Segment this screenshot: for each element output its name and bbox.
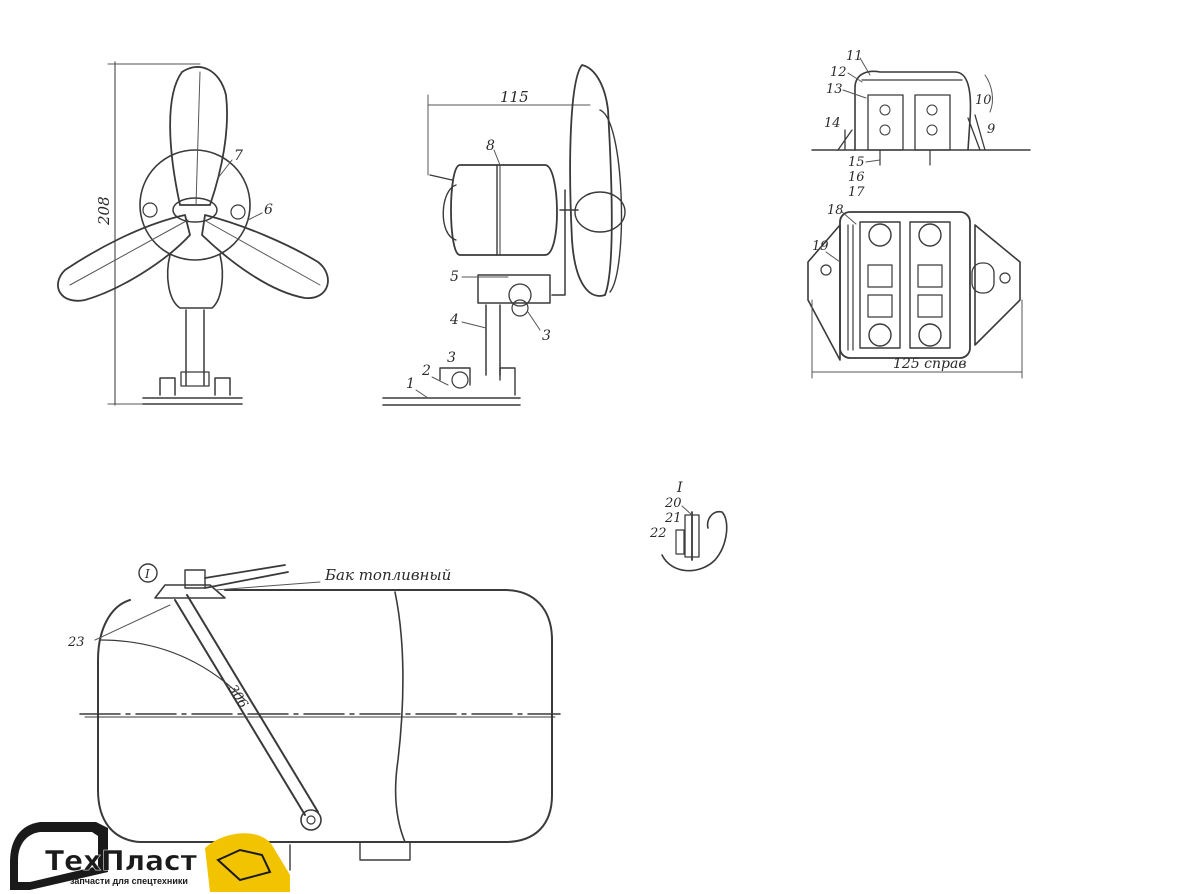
callout-5: 5: [450, 269, 459, 285]
terminal-box-side-view: 11 12 13 10 14 9 15 16 17: [811, 49, 1031, 200]
brand-tagline: запчасти для спецтехники: [70, 876, 188, 886]
callout-23: 23: [67, 635, 85, 650]
brand-logo: ТехПласт запчасти для спецтехники: [10, 822, 290, 892]
callout-3-lower: 3: [447, 350, 456, 366]
detail-label-I: I: [676, 480, 683, 496]
callout-21: 21: [664, 511, 682, 526]
callout-3-upper: 3: [542, 328, 551, 344]
fan-front-view: 208 7 6: [57, 61, 329, 406]
callout-11: 11: [846, 49, 863, 64]
callout-22: 22: [649, 526, 667, 541]
brand-name: ТехПласт: [45, 844, 198, 877]
callout-16: 16: [848, 170, 865, 185]
callout-10: 10: [975, 93, 992, 108]
side-width-dimension: 115: [500, 88, 529, 106]
callout-17: 17: [848, 185, 865, 200]
callout-19: 19: [812, 239, 829, 254]
callout-7: 7: [234, 148, 243, 164]
callout-14: 14: [824, 116, 841, 131]
callout-20: 20: [664, 496, 682, 511]
callout-1: 1: [406, 376, 415, 392]
detail-I-view: I 20 21 22: [649, 480, 728, 572]
callout-12: 12: [830, 65, 847, 80]
callout-2: 2: [421, 363, 431, 379]
callout-4: 4: [449, 312, 459, 328]
callout-6: 6: [264, 202, 273, 218]
fuel-tank-view: 306 I 23 Бак топливный: [67, 563, 561, 871]
fuel-tank-title: Бак топливный: [324, 566, 451, 584]
rod-length-dimension: 306: [225, 682, 251, 711]
circle-callout-I: I: [144, 567, 150, 581]
fan-side-view: 115 8 5 3 4 3 2: [382, 64, 626, 406]
callout-8: 8: [486, 138, 495, 154]
callout-18: 18: [827, 203, 844, 218]
terminal-box-top-view: 125 справ 18 19: [807, 203, 1023, 379]
callout-9: 9: [987, 122, 995, 137]
fan-height-dimension: 208: [95, 196, 113, 226]
callout-13: 13: [826, 82, 843, 97]
box-width-dimension: 125 справ: [893, 356, 967, 372]
callout-15: 15: [848, 155, 865, 170]
